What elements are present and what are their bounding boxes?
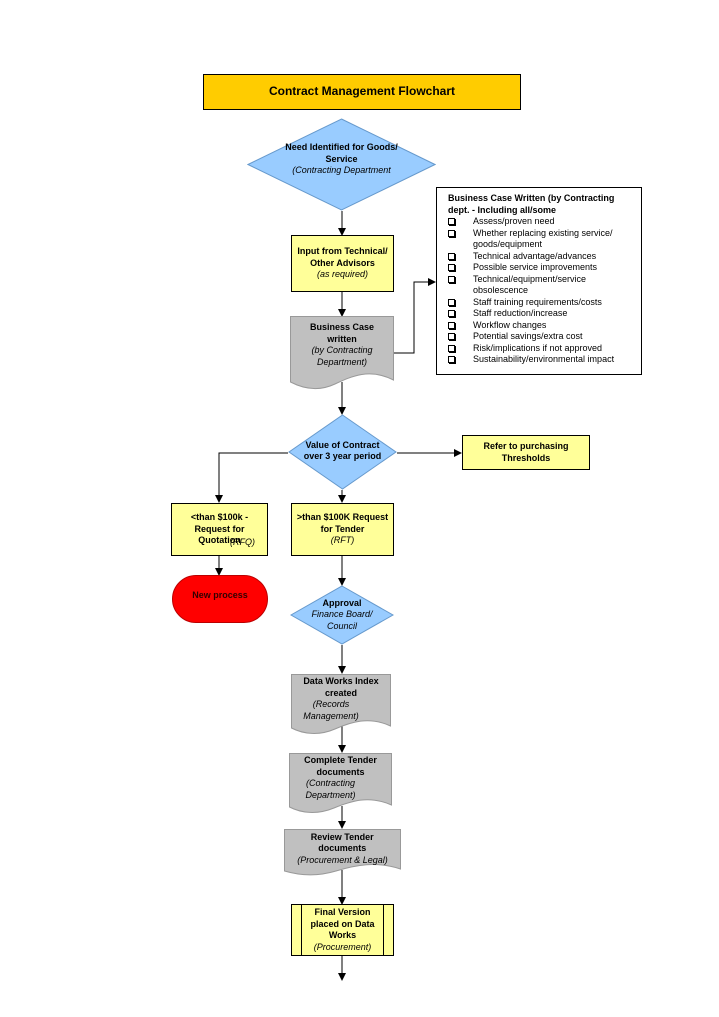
checkbox-icon	[448, 218, 455, 225]
document-shape	[284, 829, 401, 876]
approval-sublabel: Finance Board/ Council	[311, 609, 373, 631]
approval-label: Approval	[322, 597, 362, 608]
document-review-tender: Review Tender documents (Procurement & L…	[284, 829, 401, 877]
predefined-process-left-bar	[301, 905, 302, 955]
checkbox-icon	[448, 252, 455, 260]
diamond-shape	[290, 585, 394, 645]
diamond-shape	[288, 414, 397, 490]
document-shape	[289, 753, 392, 813]
checklist-item: Workflow changes	[448, 320, 633, 332]
document-complete-tender: Complete Tender documents (Contracting D…	[289, 753, 392, 815]
checkbox-icon	[448, 344, 455, 352]
checkbox-icon	[448, 229, 455, 237]
rfq-label: <than $100k - Request for Quotation	[190, 512, 249, 546]
business-case-label: Business Case written	[309, 322, 375, 344]
rfq-sublabel: (RFQ)	[230, 537, 255, 547]
checkbox-icon	[448, 321, 455, 329]
checklist-item: Possible service improvements	[448, 262, 633, 274]
checkbox-icon	[448, 298, 455, 306]
rft-label: >than $100K Request for Tender	[296, 512, 389, 534]
final-version-sublabel: (Procurement)	[313, 941, 372, 952]
review-tender-sublabel: (Procurement & Legal)	[297, 854, 388, 865]
process-rft: >than $100K Request for Tender (RFT)	[291, 503, 394, 556]
decision-value-of-contract: Value of Contract over 3 year period	[288, 414, 397, 490]
flowchart-title: Contract Management Flowchart	[203, 74, 521, 110]
process-rfq: <than $100k - Request for Quotation (RFQ…	[171, 503, 268, 556]
review-tender-label: Review Tender documents	[310, 831, 374, 854]
process-final-version: Final Version placed on Data Works (Proc…	[291, 904, 394, 956]
decision-need-identified: Need Identified for Goods/ Service (Cont…	[247, 118, 436, 211]
checkbox-icon	[448, 356, 455, 363]
complete-tender-label: Complete Tender documents	[304, 755, 377, 777]
arrow-business-case-to-box	[394, 278, 436, 354]
checklist-item: Sustainability/environmental impact	[448, 354, 633, 366]
checklist-item: Technical advantage/advances	[448, 251, 633, 263]
flowchart-title-text: Contract Management Flowchart	[268, 84, 456, 99]
checklist-item: Assess/proven need	[448, 216, 633, 228]
checklist-item: Whether replacing existing service/ good…	[448, 228, 633, 251]
data-works-index-sublabel: (Records Management)	[303, 699, 359, 721]
process-refer-thresholds: Refer to purchasing Thresholds	[462, 435, 590, 470]
business-case-sublabel: (by Contracting Department)	[311, 345, 373, 367]
checklist-item: Staff reduction/increase	[448, 308, 633, 320]
document-data-works-index: Data Works Index created (Records Manage…	[291, 674, 391, 736]
input-label: Input from Technical/ Other Advisors	[297, 246, 388, 268]
document-shape	[291, 674, 391, 734]
data-works-index-label: Data Works Index created	[303, 676, 379, 698]
rft-sublabel: (RFT)	[330, 535, 355, 546]
complete-tender-sublabel: (Contracting Department)	[305, 778, 356, 800]
need-label: Need Identified for Goods/ Service	[285, 142, 398, 164]
checkbox-icon	[448, 275, 455, 283]
checklist-item: Risk/implications if not approved	[448, 343, 633, 355]
need-sublabel: (Contracting Department	[292, 165, 391, 176]
checklist-items: Assess/proven need Whether replacing exi…	[448, 216, 633, 366]
new-process-label: New process	[192, 590, 248, 601]
checklist-header: Business Case Written (by Contracting de…	[448, 193, 615, 215]
document-business-case: Business Case written (by Contracting De…	[290, 316, 394, 390]
document-shape	[290, 316, 394, 389]
arrow-value-to-rfq	[215, 452, 288, 503]
checklist-item: Potential savings/extra cost	[448, 331, 633, 343]
predefined-process-right-bar	[383, 905, 384, 955]
refer-label: Refer to purchasing Thresholds	[483, 441, 569, 463]
business-case-checklist: Business Case Written (by Contracting de…	[436, 187, 642, 375]
decision-approval: Approval Finance Board/ Council	[290, 585, 394, 645]
checkbox-icon	[448, 310, 455, 317]
input-sublabel: (as required)	[316, 269, 369, 280]
checklist-item: Technical/equipment/service obsolescence	[448, 274, 633, 297]
process-input-advisors: Input from Technical/ Other Advisors (as…	[291, 235, 394, 292]
checkbox-icon	[448, 333, 455, 340]
diamond-shape	[247, 118, 436, 211]
final-version-label: Final Version placed on Data Works	[310, 907, 375, 940]
terminator-new-process: New process	[172, 575, 268, 623]
checkbox-icon	[448, 264, 455, 271]
value-label: Value of Contract over 3 year period	[303, 439, 382, 462]
checklist-item: Staff training requirements/costs	[448, 297, 633, 309]
